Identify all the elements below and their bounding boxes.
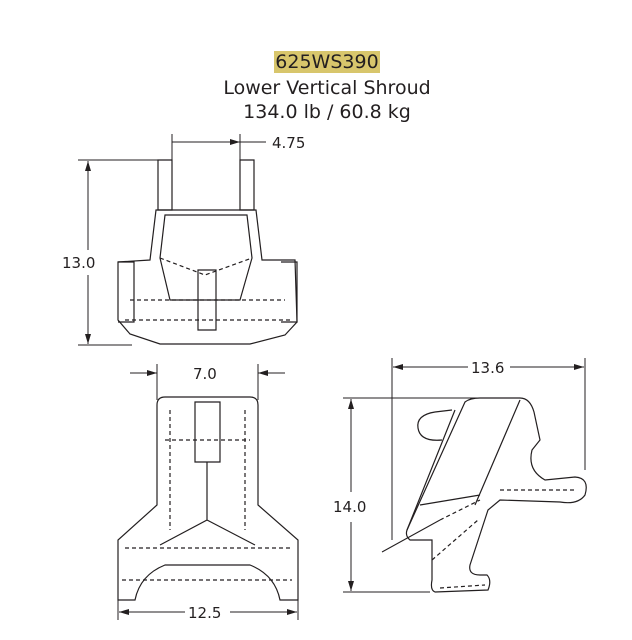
label-13-6: 13.6: [471, 359, 504, 377]
part-name: Lower Vertical Shroud: [223, 77, 431, 99]
label-4-75: 4.75: [272, 134, 305, 152]
label-7-0: 7.0: [193, 365, 217, 383]
label-14-0: 14.0: [333, 498, 366, 516]
label-13-0: 13.0: [62, 254, 95, 272]
label-12-5: 12.5: [188, 604, 221, 622]
dimension-front-base-width: [117, 600, 299, 620]
part-number-text: 625WS390: [274, 51, 380, 73]
dimension-top-width: [171, 134, 266, 162]
front-view: [117, 396, 299, 601]
part-number: 625WS390: [0, 50, 632, 74]
dimension-top-height: [78, 159, 160, 346]
side-view: [405, 397, 587, 593]
top-view: [117, 159, 298, 345]
dimension-side-width: [391, 358, 586, 470]
part-weight: 134.0 lb / 60.8 kg: [243, 101, 411, 123]
dimension-front-top-width: [130, 364, 285, 400]
